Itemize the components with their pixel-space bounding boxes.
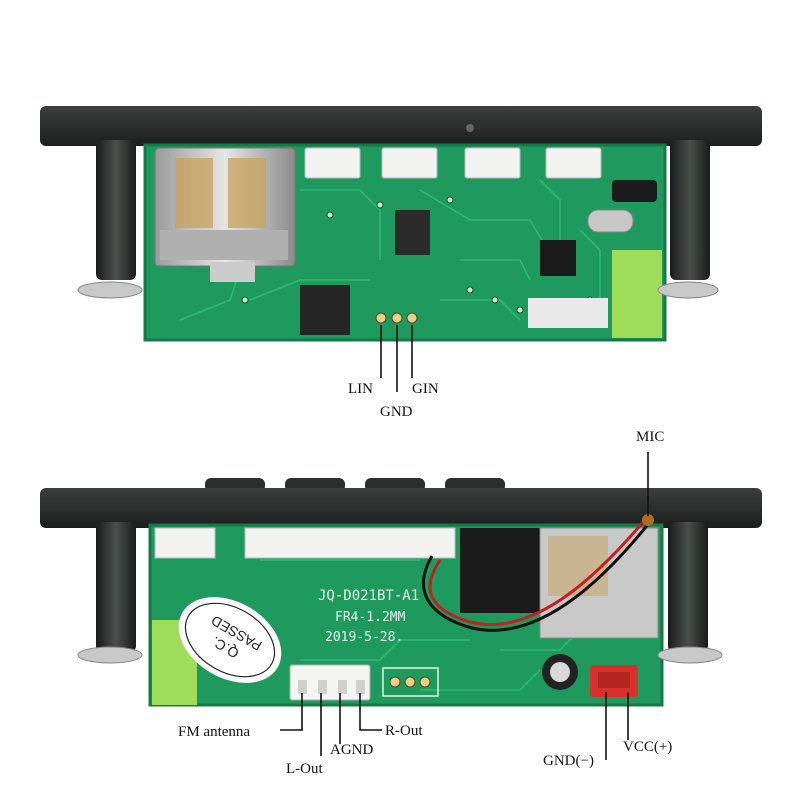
label-l-out: L-Out — [286, 761, 323, 777]
bottom-left-screw — [77, 646, 143, 664]
label-gnd-top: GND — [380, 404, 413, 420]
bottom-header-strip-2 — [244, 527, 456, 559]
top-right-post — [670, 140, 710, 280]
top-left-post — [96, 140, 136, 280]
silk-material: FR4-1.2MM — [335, 610, 406, 625]
qc-passed-sticker: Q.C. PASSED — [178, 597, 282, 683]
label-fm-antenna: FM antenna — [178, 724, 250, 740]
battery-connector-socket — [598, 672, 630, 688]
label-gnd-minus: GND(−) — [543, 753, 594, 769]
electrolytic-capacitor-top — [550, 662, 570, 682]
bottom-right-screw — [657, 646, 723, 664]
three-pad-header — [382, 667, 439, 697]
top-bezel-screw-hole — [466, 124, 474, 132]
line-input-pads — [375, 312, 418, 324]
top-left-screw — [77, 281, 143, 299]
silk-date: 2019-5-28. — [325, 630, 403, 645]
top-bezel — [40, 106, 762, 146]
output-connector — [289, 664, 371, 701]
silk-model: JQ-D021BT-A1 — [318, 588, 419, 604]
top-smd-components — [210, 180, 657, 335]
top-callouts: LIN GND GIN — [348, 325, 439, 420]
top-pcb-antenna-pad — [612, 250, 662, 338]
top-button-connectors — [304, 147, 602, 179]
bottom-right-post — [668, 522, 708, 652]
bottom-bezel — [40, 488, 762, 528]
bottom-callouts: MIC FM antenna L-Out AGND R-Out GND(−) V… — [178, 429, 672, 777]
top-right-screw — [657, 281, 719, 299]
top-module — [40, 106, 762, 342]
bottom-module: JQ-D021BT-A1 FR4-1.2MM 2019-5-28. Q.C. P… — [40, 478, 762, 707]
mic-capsule — [642, 514, 654, 526]
label-r-out: R-Out — [385, 723, 423, 739]
mic-wire-black — [422, 521, 652, 632]
mic-wire-red — [428, 519, 647, 626]
bottom-header-strip — [154, 527, 216, 559]
bottom-left-post — [96, 522, 136, 652]
label-gin: GIN — [412, 381, 439, 397]
usb-port — [154, 147, 296, 267]
audio-jack — [460, 528, 540, 613]
label-agnd: AGND — [330, 742, 373, 758]
label-vcc-plus: VCC(+) — [623, 739, 672, 755]
three-pad-header-pads — [389, 676, 431, 688]
bottom-pcb-edge — [148, 523, 664, 707]
label-lin: LIN — [348, 381, 373, 397]
bottom-pcb-traces — [260, 559, 581, 691]
label-mic: MIC — [636, 429, 664, 445]
output-connector-pins — [298, 680, 365, 694]
top-pcb-edge — [143, 143, 667, 342]
